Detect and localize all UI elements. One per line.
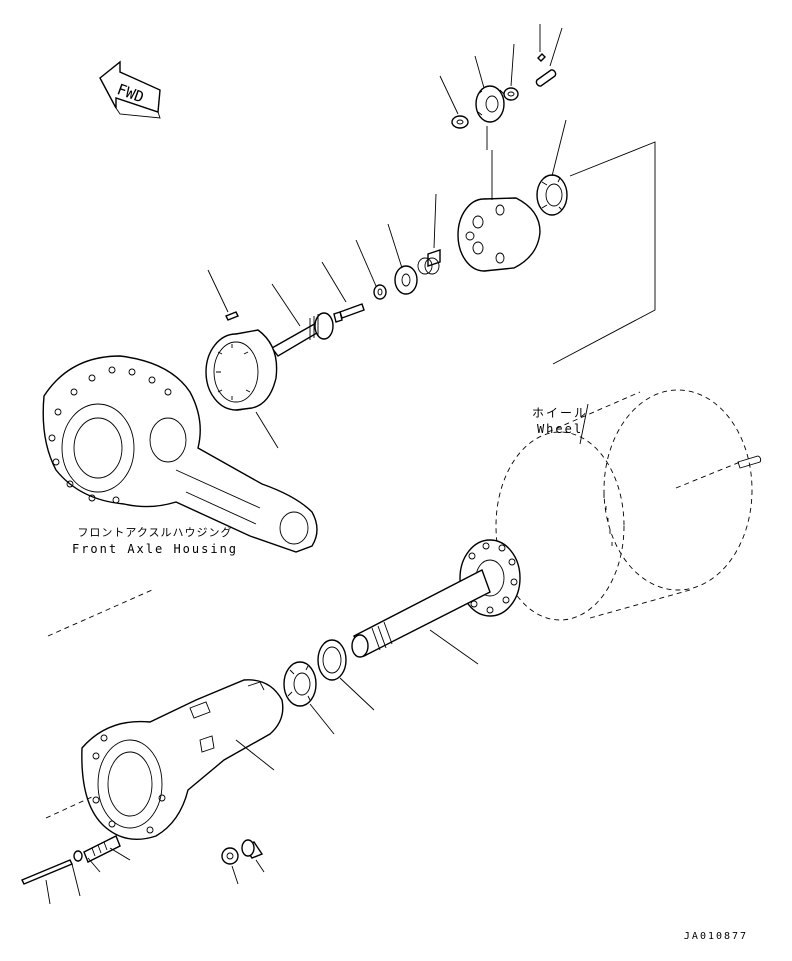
snap-ring-part [417, 193, 441, 275]
axle-housing-part [81, 679, 284, 840]
thrust-washer-part [387, 223, 418, 295]
carrier-part [457, 126, 541, 272]
wheel-outline [495, 389, 762, 621]
bearing-part [536, 119, 568, 216]
seal-part [317, 639, 375, 711]
wheel-label-jp: ホイール [531, 406, 588, 420]
axle-shaft-part [351, 539, 521, 665]
rod-part [21, 859, 73, 905]
planet-gear-group [439, 24, 563, 129]
bushing-lower-part [241, 839, 265, 873]
ring-gear-part [205, 329, 279, 449]
pin-part [535, 69, 557, 87]
front-axle-housing-part [42, 355, 318, 553]
planet-gear-part [475, 85, 505, 123]
washer-part [503, 87, 519, 101]
bolt-part [321, 261, 365, 323]
housing-label-en: Front Axle Housing [71, 542, 239, 556]
nut-part [451, 115, 469, 129]
o-ring-part [71, 850, 83, 897]
bearing-lower-part [283, 661, 335, 735]
fwd-arrow: FWD [99, 60, 161, 119]
drawing-id: JA010877 [683, 931, 749, 942]
wheel-label-en: Wheel [536, 422, 584, 436]
housing-label-jp: フロントアクスルハウジング [77, 526, 233, 539]
sleeve-part [83, 835, 131, 873]
sun-gear-shaft-part [207, 269, 334, 357]
washer-small-part [355, 239, 387, 300]
nut-lower-part [221, 847, 239, 885]
